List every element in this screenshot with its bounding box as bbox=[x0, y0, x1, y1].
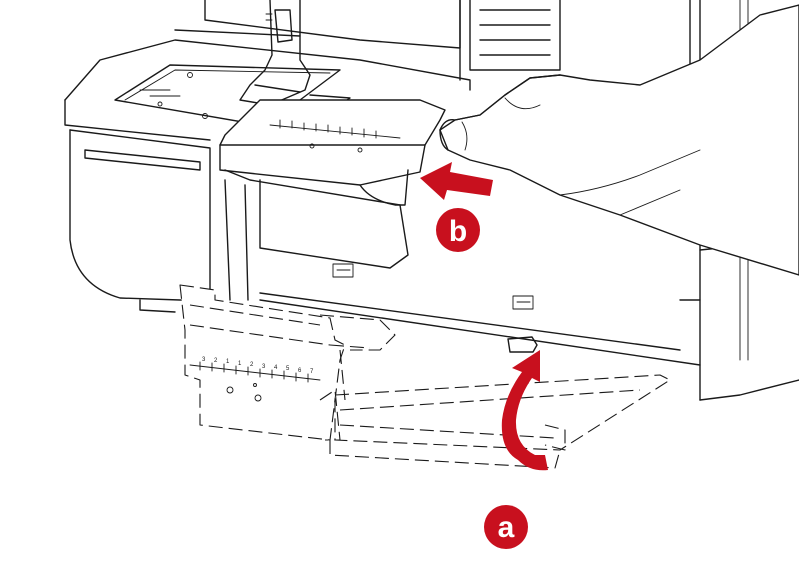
scale-mark: 2 bbox=[250, 362, 254, 368]
scale-mark: 1 bbox=[238, 361, 242, 367]
push-arrow-b bbox=[420, 162, 493, 200]
callout-a-label: a bbox=[498, 511, 515, 544]
callout-b-circle bbox=[436, 208, 480, 252]
callout-b: b bbox=[436, 208, 480, 252]
scale-mark: 7 bbox=[310, 369, 314, 375]
callout-a: a bbox=[484, 505, 528, 549]
scale-mark: 5 bbox=[286, 366, 290, 372]
scale-mark: 1 bbox=[226, 359, 230, 365]
callout-a-circle bbox=[484, 505, 528, 549]
hand bbox=[439, 4, 799, 276]
extension-table-attached bbox=[219, 99, 538, 353]
scale-mark: 4 bbox=[274, 365, 278, 371]
scale-mark: 6 bbox=[298, 368, 302, 374]
extension-table-folded: 3 2 1 1 2 3 4 5 6 7 bbox=[179, 284, 671, 469]
bed-front-edge bbox=[259, 299, 701, 366]
machine-bed bbox=[64, 0, 471, 313]
scale-mark: 2 bbox=[214, 358, 218, 364]
lift-arrow-a bbox=[501, 350, 548, 471]
scale-mark: 3 bbox=[262, 364, 266, 370]
scale-mark: 3 bbox=[202, 357, 206, 363]
callout-b-label: b bbox=[449, 215, 467, 248]
